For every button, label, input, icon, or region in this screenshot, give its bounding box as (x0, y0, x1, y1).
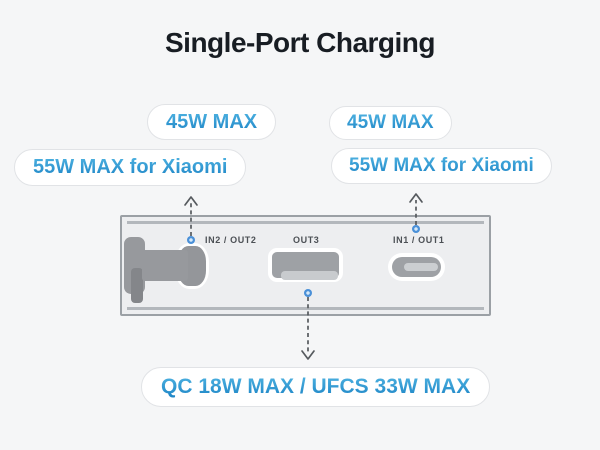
callout-55w-xiaomi-left-label: 55W MAX for Xiaomi (33, 156, 228, 178)
power-bank-device: IN2 / OUT2 OUT3 IN1 / OUT1 (120, 215, 491, 316)
callout-45w-right-label: 45W MAX (347, 112, 434, 133)
usb-c-slot (404, 263, 438, 271)
callout-qc-ufcs-label: QC 18W MAX / UFCS 33W MAX (161, 375, 471, 398)
page-title: Single-Port Charging (165, 27, 436, 58)
port-indicator-dot-out3 (304, 289, 312, 297)
port-indicator-dot-in1-out1 (412, 225, 420, 233)
device-bottom-groove (127, 307, 484, 310)
built-in-cable-anchor (124, 237, 145, 303)
usb-c-socket (392, 257, 441, 277)
callout-55w-xiaomi-right-label: 55W MAX for Xiaomi (349, 155, 534, 176)
port-out3-usb-a (268, 248, 343, 282)
callout-45w-right: 45W MAX (329, 106, 452, 140)
usb-a-socket (272, 252, 339, 280)
callout-55w-xiaomi-right: 55W MAX for Xiaomi (331, 148, 552, 184)
port-label-in1-out1: IN1 / OUT1 (393, 235, 445, 245)
port-indicator-dot-in2-out2 (187, 236, 195, 244)
built-in-cable-anchor-slot (131, 268, 143, 303)
built-in-cable-strap (142, 250, 188, 281)
port-label-out3: OUT3 (293, 235, 320, 245)
port-label-in2-out2: IN2 / OUT2 (205, 235, 257, 245)
device-top-groove (127, 221, 484, 224)
callout-45w-left: 45W MAX (147, 104, 277, 140)
port-in1-out1-usb-c (388, 253, 445, 281)
callout-qc-ufcs: QC 18W MAX / UFCS 33W MAX (141, 367, 491, 407)
callout-55w-xiaomi-left: 55W MAX for Xiaomi (14, 149, 247, 186)
usb-a-tongue (281, 271, 338, 280)
callout-45w-left-label: 45W MAX (166, 110, 258, 133)
